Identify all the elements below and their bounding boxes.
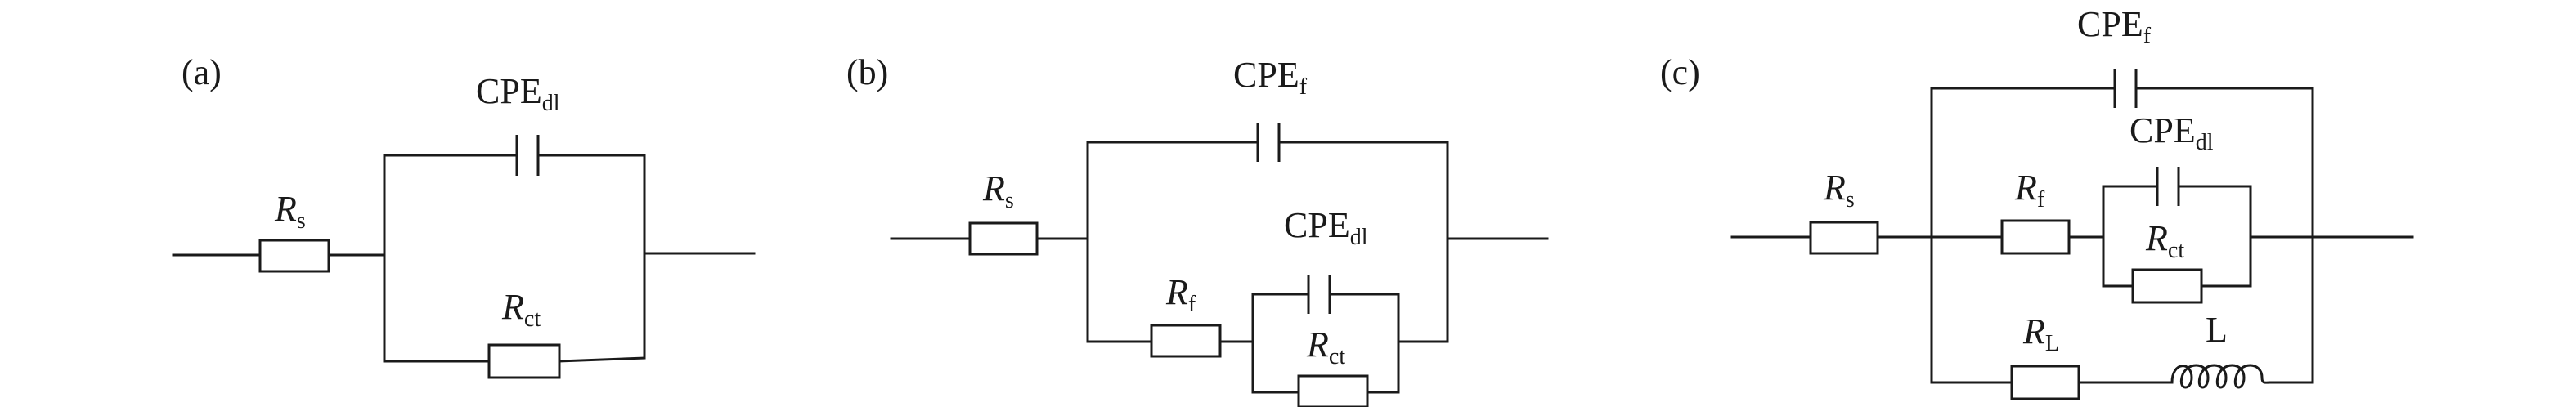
panel-b-rf-resistor [1150, 324, 1222, 358]
panel-c-rct-label: Rct [2145, 218, 2184, 263]
panel-c-rf-label: Rf [2014, 168, 2045, 212]
panel-a-rct-label: Rct [501, 287, 541, 332]
panel-c-rs-label: Rs [1823, 168, 1855, 212]
panel-c-inductor-coil [2170, 364, 2272, 389]
panel-c-cpe-f-label: CPEf [2077, 4, 2152, 49]
panel-b: (b) Rs CPEf Rf [846, 52, 1549, 407]
panel-c-label: (c) [1660, 52, 1700, 92]
panel-c-wires [1730, 87, 2414, 384]
panel-b-rct-resistor [1297, 374, 1369, 407]
panel-c-rl-resistor [2010, 365, 2080, 400]
panel-c-rf-resistor [2000, 219, 2071, 255]
panel-a-wires [172, 154, 756, 363]
panel-b-cpe-dl-label: CPEdl [1284, 205, 1368, 250]
panel-c-rct-resistor [2131, 268, 2203, 304]
panel-a: (a) Rs CPEdl Rct [172, 52, 756, 379]
panel-b-rct-label: Rct [1306, 324, 1345, 369]
panel-c-rs-resistor [1809, 221, 1879, 255]
panel-b-label: (b) [846, 52, 888, 92]
panel-a-rs-label: Rs [274, 189, 306, 234]
panel-c-inductor-label: L [2206, 310, 2228, 350]
panel-c-rl-label: RL [2022, 311, 2059, 356]
panel-a-rct-resistor [487, 343, 561, 379]
panel-b-rs-label: Rs [982, 168, 1014, 213]
panel-b-rs-resistor [968, 221, 1039, 256]
panel-a-rs-resistor [258, 239, 330, 273]
panel-c: (c) Rs CPEf R [1660, 4, 2414, 400]
panel-a-label: (a) [182, 52, 222, 92]
panel-b-rf-label: Rf [1165, 272, 1196, 317]
panel-a-cpe-dl-label: CPEdl [476, 71, 560, 116]
panel-b-wires [890, 141, 1549, 394]
panel-b-cpe-f-label: CPEf [1233, 55, 1308, 100]
panel-c-cpe-dl-label: CPEdl [2129, 110, 2214, 155]
